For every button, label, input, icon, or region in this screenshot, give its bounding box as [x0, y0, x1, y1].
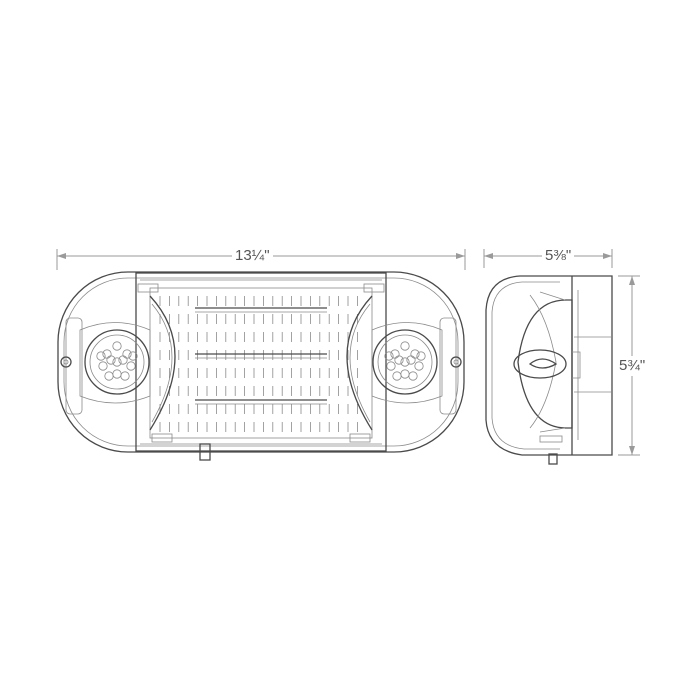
led-emitter: [400, 357, 410, 367]
side-width-dimension-label: 5⅜": [542, 248, 575, 264]
led-emitter: [400, 341, 410, 351]
led-emitter: [112, 357, 122, 367]
front-right-lamp-head: [371, 322, 443, 404]
front-lens-grid: [159, 296, 358, 432]
led-emitter: [406, 355, 416, 365]
side-bottom-latch: [548, 453, 558, 465]
led-emitter: [120, 371, 130, 381]
front-housing-inner-outline: [63, 277, 459, 447]
led-emitter: [112, 369, 122, 379]
led-emitter: [128, 351, 138, 361]
led-emitter: [102, 349, 112, 359]
front-right-screw: [450, 356, 462, 368]
led-emitter: [122, 349, 132, 359]
led-emitter: [112, 341, 122, 351]
front-right-reflector-arc: [346, 295, 373, 431]
front-left-reflector-arc: [149, 295, 176, 431]
led-emitter: [96, 351, 106, 361]
led-emitter: [392, 371, 402, 381]
led-emitter: [416, 351, 426, 361]
side-lamp-lens: [513, 349, 567, 379]
led-emitter: [390, 349, 400, 359]
front-left-lamp-head: [79, 322, 151, 404]
side-view: [483, 249, 640, 465]
front-lens-inner-frame: [149, 287, 373, 439]
led-emitter: [118, 355, 128, 365]
led-emitter: [414, 361, 424, 371]
front-left-screw: [60, 356, 72, 368]
led-emitter: [408, 371, 418, 381]
led-emitter: [104, 371, 114, 381]
side-back-plate: [572, 275, 613, 456]
front-bottom-latch: [199, 443, 211, 461]
front-housing-outline: [57, 271, 465, 453]
side-housing-outline: [485, 275, 572, 456]
led-emitter: [98, 361, 108, 371]
side-height-dimension-label: 5¾": [619, 356, 646, 376]
led-emitter: [106, 355, 116, 365]
side-lamp-profile: [513, 291, 581, 433]
led-emitter: [410, 349, 420, 359]
front-width-dimension-label: 13¼": [232, 248, 273, 264]
led-emitter: [386, 361, 396, 371]
front-view: [56, 249, 466, 461]
front-lens-bars: [195, 307, 327, 405]
led-emitter: [126, 361, 136, 371]
led-emitter: [400, 369, 410, 379]
led-emitter: [394, 355, 404, 365]
led-emitter: [384, 351, 394, 361]
front-lens-panel: [135, 272, 387, 452]
